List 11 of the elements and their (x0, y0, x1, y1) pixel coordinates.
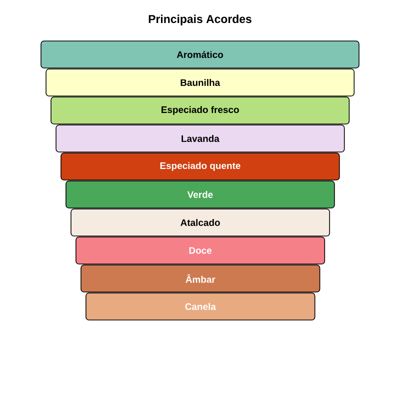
funnel-bar: Lavanda (56, 124, 345, 152)
title: Principais Acordes (148, 14, 252, 26)
funnel-bar: Baunilha (46, 68, 355, 96)
funnel-bar: Especiado fresco (50, 96, 350, 124)
funnel-bar: Âmbar (80, 264, 320, 292)
funnel-bar: Verde (66, 180, 335, 208)
funnel-bar: Doce (76, 236, 326, 264)
funnel-bar: Canela (86, 292, 316, 320)
funnel-bar: Especiado quente (60, 152, 340, 180)
funnel-bar: Atalcado (70, 208, 330, 236)
funnel-bar: Aromático (40, 40, 360, 68)
